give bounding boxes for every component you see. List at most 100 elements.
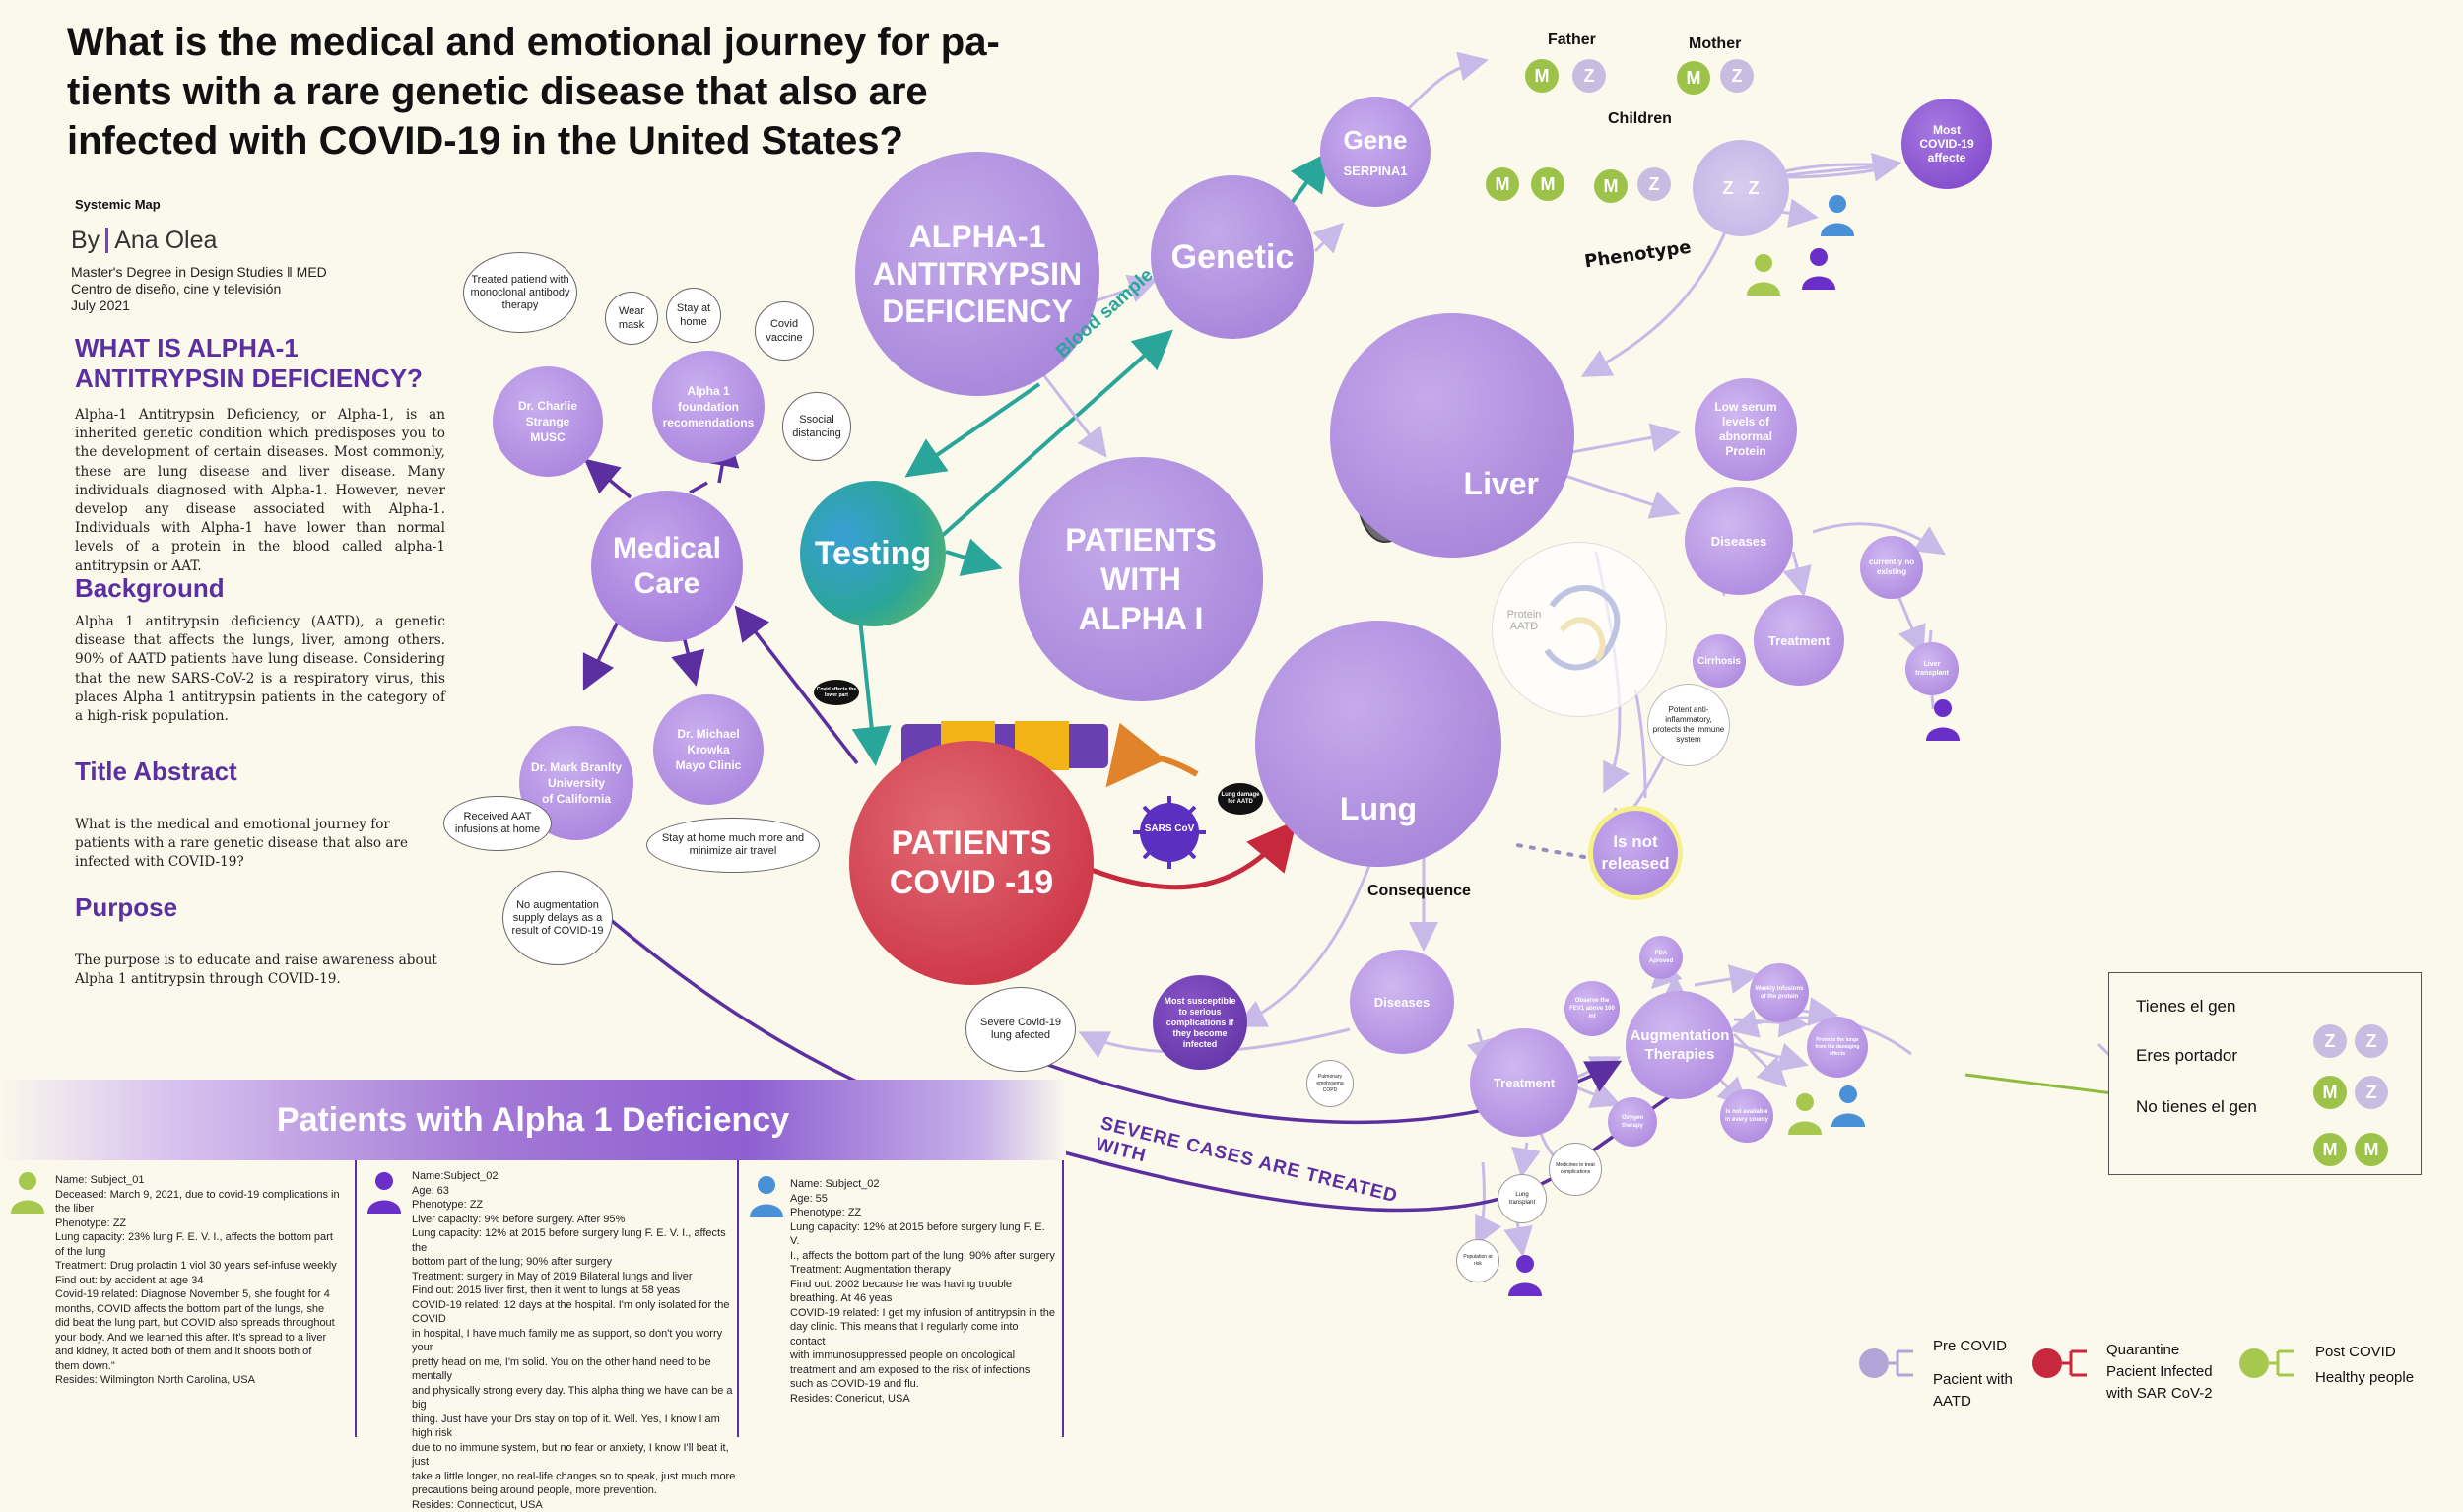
patient-info-line: day clinic. This means that I regularly … [790, 1320, 1056, 1348]
lung-diseases-node: Diseases [1350, 950, 1454, 1054]
population-at-risk-note: Population at risk [1456, 1239, 1499, 1282]
node-label: Medical [613, 531, 721, 566]
node-label: of California [531, 791, 622, 807]
node-label: Therapies [1631, 1045, 1730, 1064]
patient-info-line: Treatment: Augmentation therapy [790, 1263, 1056, 1278]
node-label: SERPINA1 [1343, 164, 1407, 178]
consequence-label: Consequence [1367, 883, 1471, 900]
protects-lungs-node: Protects the lungs from the damaging eff… [1807, 1017, 1868, 1078]
weekly-infusions-node: Weekly infusions of the protein [1750, 963, 1809, 1022]
node-label: released [1602, 853, 1670, 875]
zz-child-node: Z Z [1693, 140, 1789, 236]
affiliation-line: July 2021 [71, 297, 386, 314]
patient-info-line: I., affects the bottom part of the lung;… [790, 1249, 1056, 1264]
heading-line: WHAT IS ALPHA-1 [75, 333, 423, 363]
node-label: PATIENTS [1065, 520, 1216, 559]
testing-node: Testing [800, 481, 946, 626]
heading-line: ANTITRYPSIN DEFICIENCY? [75, 363, 423, 394]
title-line: tients with a rare genetic disease that … [67, 67, 1052, 116]
patient-info-line: such as COVID-19 and flu. [790, 1377, 1056, 1392]
node-label: foundation [663, 399, 755, 415]
section-text-abstract: What is the medical and emotional journe… [75, 816, 445, 873]
patient-info-line: Find out: 2015 liver first, then it went… [412, 1283, 737, 1298]
quarantine-title: Quarantine [2106, 1340, 2179, 1361]
section-text-alpha1: Alpha-1 Antitrypsin Deficiency, or Alpha… [75, 406, 445, 576]
legend-label: Tienes el gen [2136, 997, 2235, 1017]
severe-covid-note: Severe Covid-19 lung afected [965, 987, 1076, 1072]
allele-m: M [1486, 167, 1519, 201]
patient-info-line: Liver capacity: 9% before surgery. After… [412, 1213, 737, 1227]
patient-info-line: Treatment: surgery in May of 2019 Bilate… [412, 1270, 737, 1284]
patient-info-line: of the lung [55, 1245, 351, 1260]
author-name: Ana Olea [114, 227, 217, 254]
person-blue-icon [1818, 193, 1857, 236]
person-purple-icon [1923, 697, 1963, 741]
patient-info-line: Name: Subject_02 [790, 1177, 1056, 1192]
patient-info-line: Resides: Conericut, USA [790, 1392, 1056, 1407]
patient-info-line: treatment and am exposed to the risk of … [790, 1363, 1056, 1378]
treated-patient-note: Treated patiend with monoclonal antibody… [463, 252, 577, 333]
column-divider [737, 1160, 739, 1437]
liver-transplant-node: Liver transplant [1905, 642, 1959, 695]
father-label: Father [1548, 32, 1596, 49]
column-divider [355, 1160, 357, 1437]
pre-covid-legend-icon [1858, 1344, 1917, 1383]
patient-info-line: in hospital, I have much family me as su… [412, 1327, 737, 1355]
observe-fev1-node: Observe the FEV1 above 100 ml [1564, 981, 1620, 1036]
node-label: COVID -19 [890, 863, 1053, 902]
patient-info-line: Lung capacity: 12% at 2015 before surger… [790, 1220, 1056, 1249]
patient-info-line: Lung capacity: 12% at 2015 before surger… [412, 1226, 737, 1255]
patient-info-line: COVID-19 related: 12 days at the hospita… [412, 1298, 737, 1327]
patient-info-line: Covid-19 related: Diagnose November 5, s… [55, 1287, 351, 1302]
node-label: Dr. Charlie [518, 398, 577, 414]
patient-info-line: and kidney, it acted both of them and it… [55, 1345, 351, 1359]
affiliation: Master's Degree in Design Studies ǁ MED … [71, 264, 386, 314]
post-covid-title: Post COVID [2315, 1342, 2396, 1363]
patient-info-line: Phenotype: ZZ [412, 1198, 737, 1213]
title-line: infected with COVID-19 in the United Sta… [67, 116, 1052, 165]
allele-z: Z [1722, 178, 1733, 199]
person-blue-icon [747, 1174, 786, 1217]
patient-info-line: Find out: 2002 because he was having tro… [790, 1278, 1056, 1292]
node-label: ALPHA I [1065, 599, 1216, 638]
allele-z: Z [1637, 167, 1671, 201]
cirrhosis-node: Cirrhosis [1693, 634, 1746, 688]
section-heading-background: Background [75, 573, 225, 604]
patient-info-line: months, COVID affects the bottom part of… [55, 1302, 351, 1317]
allele-z: Z [2355, 1076, 2388, 1109]
patient-info-line: the liber [55, 1202, 351, 1216]
oxygen-therapy-node: Oxygen therapy [1608, 1097, 1657, 1147]
node-label: Most [1919, 123, 1973, 137]
potent-anti-note: Potent anti-inflammatory, protects the i… [1647, 684, 1730, 766]
legend-label: No tienes el gen [2136, 1097, 2257, 1117]
patient-info-line: Name: Subject_01 [55, 1173, 351, 1188]
affiliation-line: Centro de diseño, cine y televisión [71, 281, 386, 297]
allele-z: Z [1572, 59, 1606, 93]
quarantine-desc: Pacient Infected with SAR CoV-2 [2106, 1361, 2225, 1405]
section-text-purpose: The purpose is to educate and raise awar… [75, 952, 445, 989]
pulmonary-emphysema-note: Pulmonary emphysema COPD [1306, 1060, 1354, 1107]
patients-banner: Patients with Alpha 1 Deficiency [0, 1080, 1066, 1160]
allele-m: M [2313, 1076, 2347, 1109]
patient-info-line: Name:Subject_02 [412, 1169, 737, 1184]
patient-info-line: and physically strong every day. This al… [412, 1384, 737, 1413]
person-lime-icon [1744, 252, 1783, 296]
allele-m: M [1677, 61, 1710, 95]
wear-mask-note: Wear mask [605, 292, 658, 345]
patient-info-line: take a little longer, no real-life chang… [412, 1470, 737, 1484]
node-label: Dr. Mark Branlty [531, 759, 622, 775]
node-label: University [531, 775, 622, 791]
section-heading-alpha1: WHAT IS ALPHA-1 ANTITRYPSIN DEFICIENCY? [75, 333, 423, 394]
patient-info-line: Resides: Wilmington North Carolina, USA [55, 1373, 351, 1388]
patient-info-line: COVID-19 related: I get my infusion of a… [790, 1306, 1056, 1321]
patient-info-line: Age: 63 [412, 1184, 737, 1199]
legend-label: Eres portador [2136, 1046, 2237, 1066]
person-lime-icon [1785, 1091, 1825, 1135]
patient-info-line: bottom part of the lung; 90% after surge… [412, 1255, 737, 1270]
node-label: ANTITRYPSIN [873, 255, 1082, 293]
